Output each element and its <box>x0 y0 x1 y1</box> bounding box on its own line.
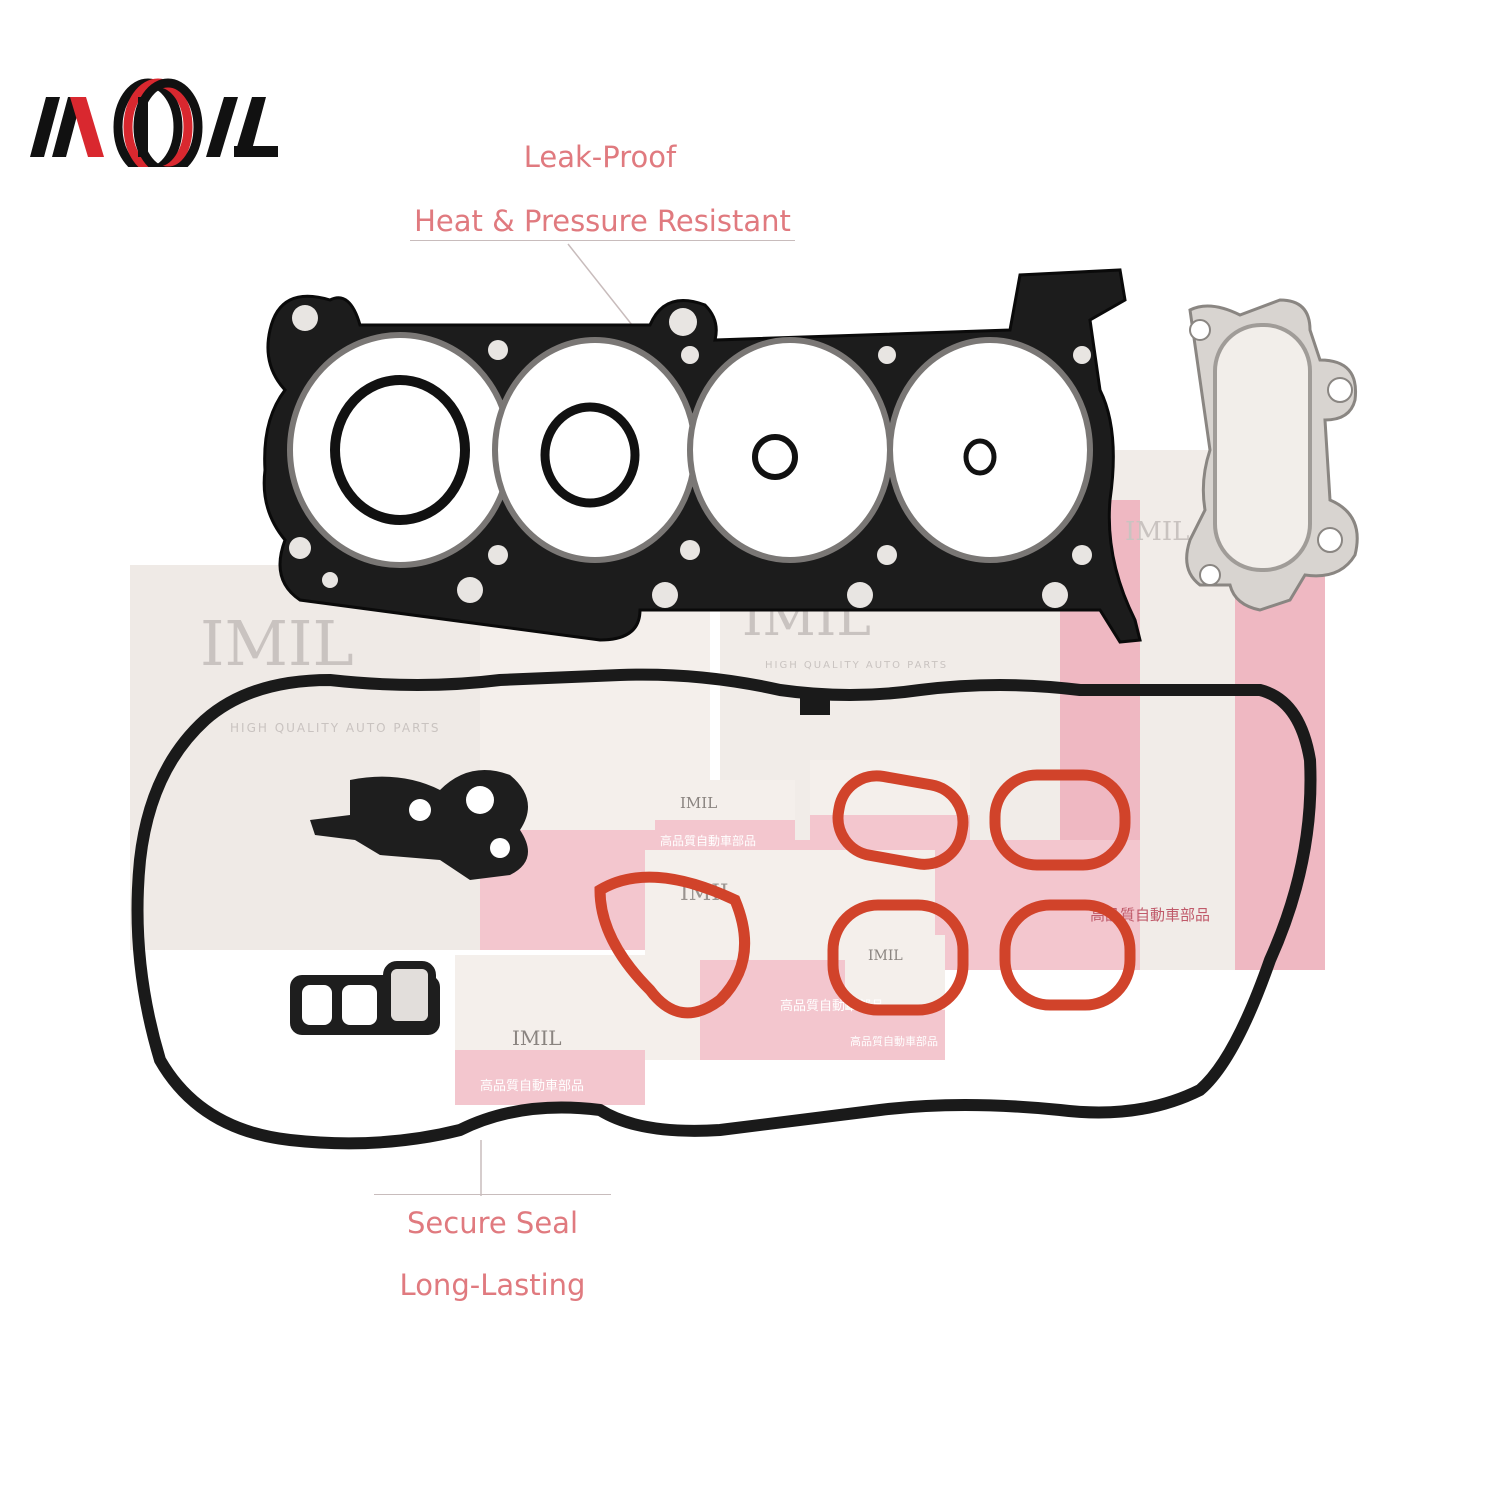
feature-heat-pressure: Heat & Pressure Resistant <box>414 204 791 238</box>
box-tagline-large: HIGH QUALITY AUTO PARTS <box>230 721 441 735</box>
box-chinese-4: 高品質自動車部品 <box>850 1034 938 1048</box>
feature-leak-proof: Leak-Proof <box>523 140 677 174</box>
feature-secure-seal: Secure Seal <box>407 1206 578 1240</box>
leader-line-top <box>567 243 637 331</box>
feature-long-lasting: Long-Lasting <box>399 1268 586 1302</box>
brand-logo <box>30 78 278 167</box>
head-gasket <box>262 268 1142 644</box>
callout-underline-bottom <box>374 1194 611 1195</box>
box-chinese-3: 高品質自動車部品 <box>480 1078 584 1094</box>
box-brand-right: IMIL <box>1125 517 1189 547</box>
intake-gaskets <box>594 769 1136 1019</box>
box-brand-small-1: IMIL <box>680 794 717 812</box>
callout-underline-top <box>410 240 795 241</box>
exhaust-gasket <box>1185 298 1359 612</box>
box-brand-small-3: IMIL <box>512 1026 562 1050</box>
box-chinese-1: 高品質自動車部品 <box>660 833 756 848</box>
box-tagline-center: HIGH QUALITY AUTO PARTS <box>765 660 948 671</box>
valve-cover-gasket <box>131 668 1317 1150</box>
solenoid-gasket <box>290 961 440 1035</box>
valve-cover-tab <box>800 695 830 715</box>
box-brand-small-4: IMIL <box>868 948 903 964</box>
spool-valve-gasket <box>310 770 528 880</box>
box-brand-large: IMIL <box>200 607 354 680</box>
